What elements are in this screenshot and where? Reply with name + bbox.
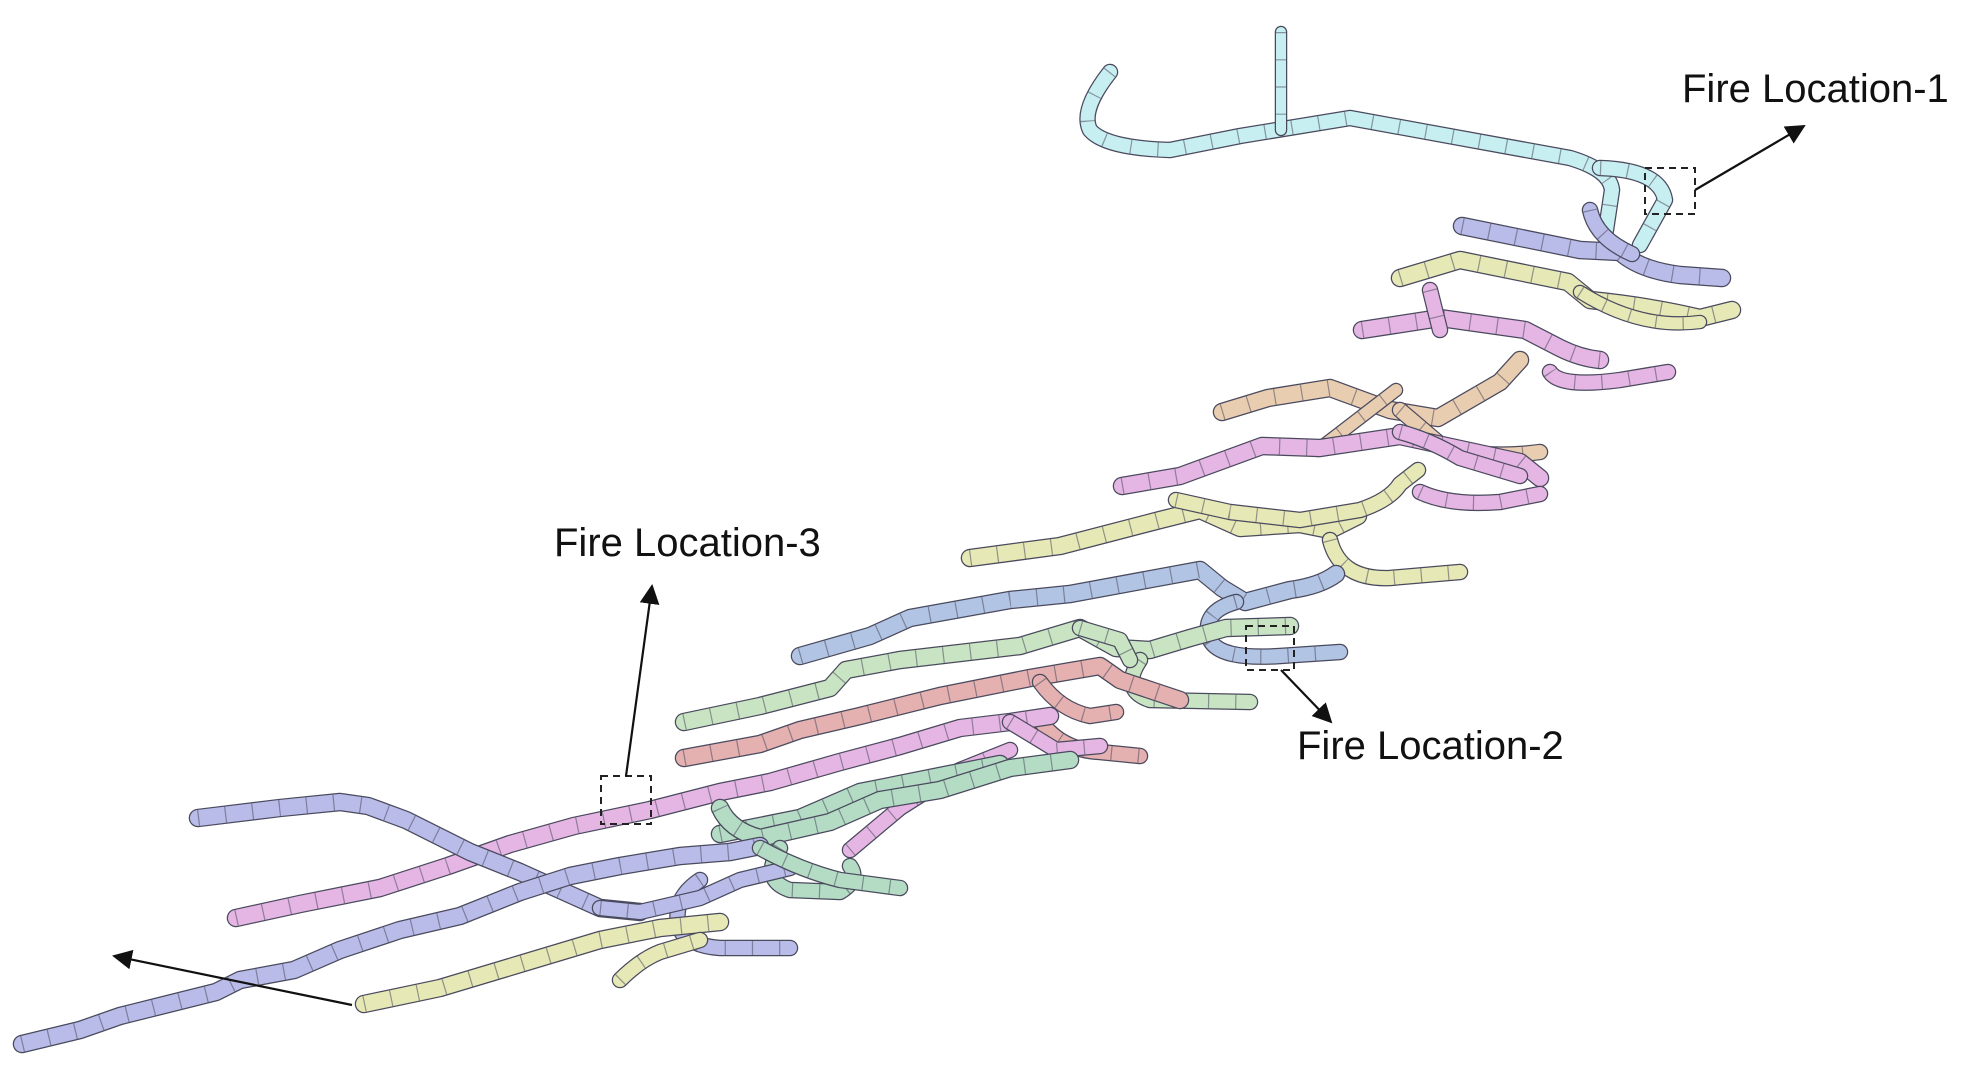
- tunnel-blue-mesh: [797, 561, 1341, 664]
- tunnel-pink-lower-branch-body: [1003, 715, 1107, 757]
- tunnel-green-branch: [1071, 619, 1139, 669]
- tunnel-lavender-loop: [1581, 201, 1641, 263]
- tunnel-mint-lower-body: [753, 841, 907, 895]
- fire-location-2-arrow: [1280, 669, 1333, 724]
- tunnel-yellow-mid-body: [962, 502, 1366, 566]
- tunnel-lavender-lower-2: [12, 836, 770, 1054]
- tunnel-red: [674, 656, 1190, 768]
- tunnel-pink-mid: [1112, 426, 1550, 496]
- tunnel-pink-upper-2-body: [1423, 283, 1447, 337]
- tunnel-green: [674, 616, 1300, 732]
- tunnel-yellow-upper-branch: [1572, 284, 1708, 331]
- fire-location-1-label: Fire Location-1: [1682, 67, 1949, 111]
- tunnel-tan: [1212, 350, 1530, 428]
- tunnel-pink-lower: [226, 706, 1060, 928]
- tunnel-cyan-spur-body: [1593, 161, 1672, 252]
- tunnel-lavender-lower-1: [188, 792, 650, 922]
- tunnel-blue-body: [792, 562, 1344, 664]
- tunnel-pink-mid-2-body: [1393, 425, 1527, 483]
- tunnel-yellow-mid-loop: [1321, 531, 1469, 587]
- exit-direction-arrow: [112, 949, 353, 1007]
- tunnel-red-body: [676, 658, 1188, 766]
- tunnel-green-branch-body: [1073, 621, 1137, 667]
- tunnel-yellow-lower-body: [356, 914, 728, 1012]
- tunnel-pink-right-body: [1543, 365, 1675, 390]
- tunnel-tan-body: [1214, 352, 1528, 426]
- tunnel-cyan-main: [1079, 63, 1621, 239]
- tunnel-blue-outline: [790, 560, 1346, 666]
- tunnel-yellow-mid: [960, 500, 1368, 568]
- tunnel-lavender-loop-body: [1583, 203, 1639, 261]
- tunnel-tan-diag-mesh: [1314, 385, 1400, 455]
- tunnel-cyan-spur: [1591, 159, 1674, 254]
- tunnel-yellow-mid-2: [1167, 461, 1427, 529]
- tunnel-network: [12, 25, 1742, 1054]
- tunnel-yellow-upper-branch-body: [1574, 286, 1706, 330]
- tunnel-blue: [790, 560, 1346, 666]
- tunnel-mint-body: [712, 756, 1008, 842]
- tunnel-green-mesh: [682, 618, 1291, 730]
- tunnel-pink-upper: [1352, 308, 1610, 370]
- tunnel-pink-lower-branch: [1001, 713, 1109, 759]
- tunnel-mint: [710, 754, 1010, 844]
- tunnel-mint-2: [710, 750, 1080, 848]
- fire-location-1-arrow: [1694, 124, 1806, 191]
- tunnel-yellow-lower-branch-body: [613, 933, 707, 987]
- tunnel-mint-2-body: [712, 752, 1078, 846]
- tunnel-pink-mid-right: [1411, 483, 1549, 512]
- tunnel-pink-mid-body: [1114, 428, 1548, 494]
- fire-location-2-label: Fire Location-2: [1297, 724, 1564, 768]
- tunnel-lavender-lower-1-body: [190, 794, 648, 920]
- fire-location-1-marker: [1644, 167, 1696, 215]
- tunnel-yellow-lower-branch: [611, 931, 709, 989]
- tunnel-pink-mid-2: [1391, 423, 1529, 485]
- fire-location-2-marker: [1245, 625, 1295, 671]
- tunnel-yellow-lower: [354, 912, 730, 1014]
- tunnel-yellow-mid-loop-body: [1323, 533, 1467, 586]
- tunnel-pink-lower-body: [228, 708, 1058, 926]
- tunnel-pink-upper-2: [1421, 281, 1449, 339]
- tunnel-lavender-lower-2-body: [14, 838, 768, 1052]
- tunnel-lavender-lower-3-body: [593, 861, 797, 919]
- tunnel-yellow-mid-2-body: [1169, 463, 1425, 527]
- tunnel-pink-upper-body: [1354, 310, 1608, 368]
- tunnel-pink-right: [1541, 363, 1677, 391]
- tunnel-pink-mid-right-body: [1413, 485, 1547, 510]
- tunnel-red-branch: [1031, 673, 1125, 725]
- tunnel-mint-lower: [751, 839, 909, 897]
- tunnel-lavender-lower-3: [591, 859, 799, 921]
- fire-location-3-label: Fire Location-3: [554, 521, 821, 565]
- tunnel-red-branch-body: [1033, 675, 1123, 723]
- fire-location-3-arrow: [624, 584, 660, 777]
